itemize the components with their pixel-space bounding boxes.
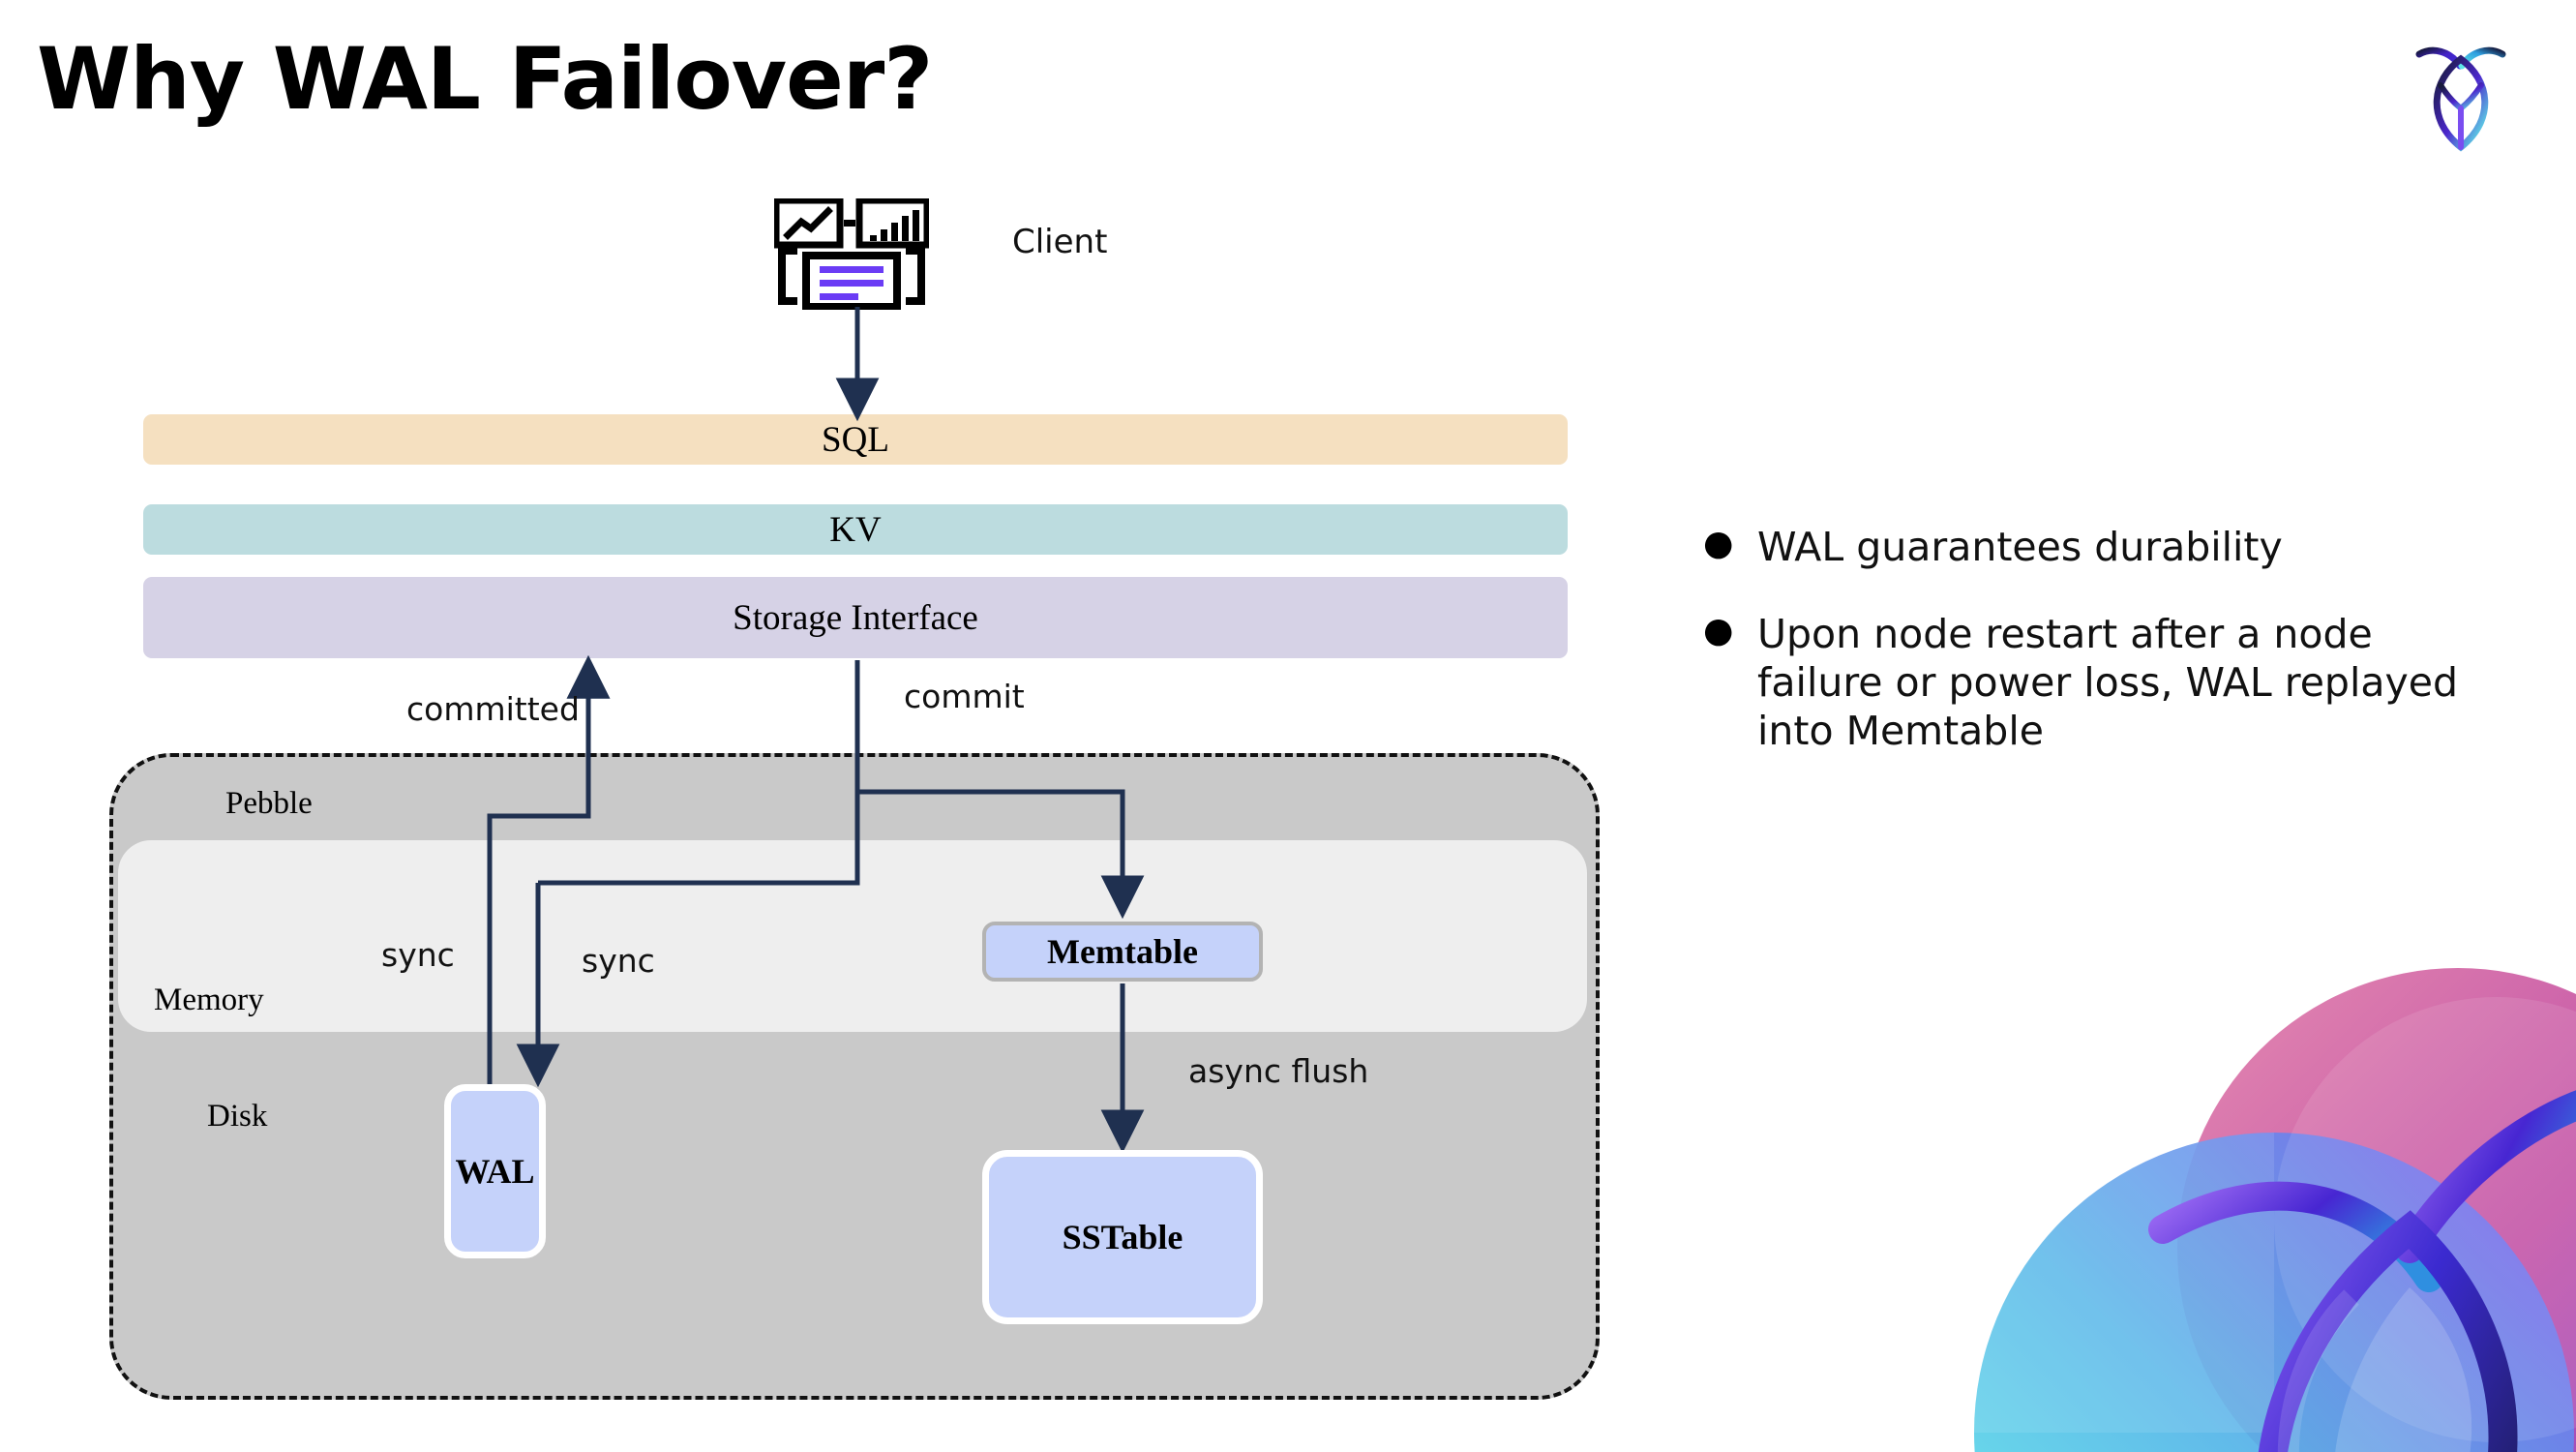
client-dashboard-icon [772,197,931,311]
node-wal: WAL [444,1084,546,1258]
edge-label-sync-2: sync [582,942,655,980]
bullet-item: ● Upon node restart after a node failure… [1703,610,2497,755]
bullet-marker-icon: ● [1703,611,1734,651]
node-wal-label: WAL [455,1152,535,1191]
cockroachdb-logo-icon [2398,27,2524,155]
bullet-item: ● WAL guarantees durability [1703,523,2497,571]
layer-label-storage-interface: Storage Interface [733,597,978,638]
layer-bar-sql: SQL [143,414,1568,465]
bullet-text: WAL guarantees durability [1757,524,2283,570]
node-sstable: SSTable [982,1150,1263,1324]
bullet-text: Upon node restart after a node failure o… [1757,611,2458,755]
decorative-logo-graphic [1955,929,2576,1452]
memory-group-label: Memory [154,983,264,1017]
bullet-list: ● WAL guarantees durability ● Upon node … [1703,523,2497,794]
disk-group-label: Disk [207,1099,268,1134]
memory-group-box [118,840,1587,1032]
edge-label-sync-1: sync [381,936,455,974]
layer-bar-kv: KV [143,504,1568,555]
node-memtable: Memtable [982,922,1263,982]
client-label: Client [1012,223,1108,261]
node-sstable-label: SSTable [1062,1218,1183,1256]
page-title: Why WAL Failover? [37,29,933,129]
edge-label-committed: committed [406,690,580,728]
bullet-marker-icon: ● [1703,524,1734,563]
edge-label-commit: commit [904,678,1025,715]
slide-canvas: Why WAL Failover? [37,27,2576,1452]
pebble-group-label: Pebble [225,786,313,821]
layer-bar-storage-interface: Storage Interface [143,577,1568,658]
layer-label-kv: KV [829,509,882,550]
node-memtable-label: Memtable [1047,932,1198,971]
edge-label-async-flush: async flush [1188,1052,1369,1090]
layer-label-sql: SQL [822,419,889,460]
